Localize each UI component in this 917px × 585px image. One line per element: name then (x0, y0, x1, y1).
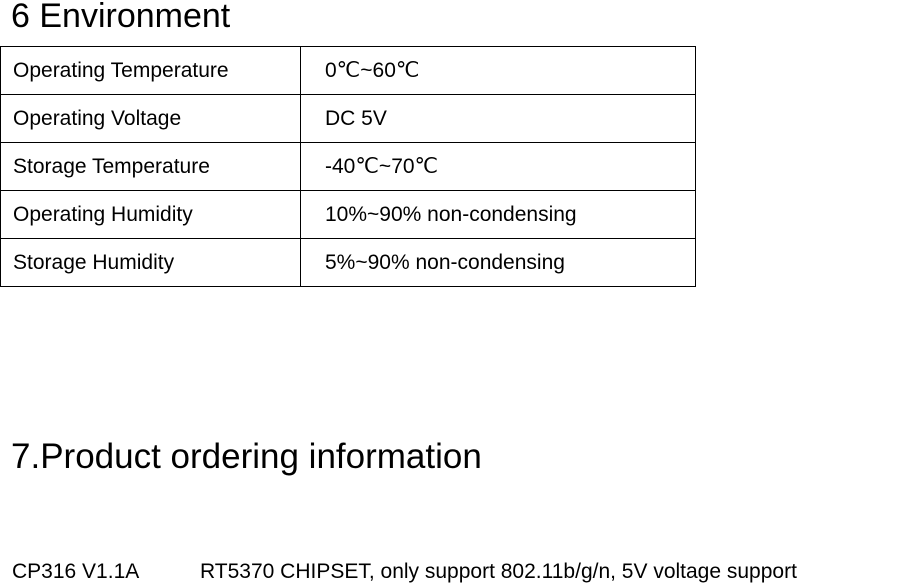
row-value: 10%~90% non-condensing (300, 190, 696, 239)
section-6-heading: 6 Environment (11, 0, 231, 35)
row-label: Operating Temperature (0, 46, 301, 95)
row-label: Storage Humidity (0, 238, 301, 287)
row-value: 5%~90% non-condensing (300, 238, 696, 287)
model-description: RT5370 CHIPSET, only support 802.11b/g/n… (200, 560, 797, 583)
table-row: Storage Temperature -40℃~70℃ (0, 142, 696, 191)
row-value: -40℃~70℃ (300, 142, 696, 191)
row-value: DC 5V (300, 94, 696, 143)
table-row: Operating Humidity 10%~90% non-condensin… (0, 190, 696, 239)
table-row: Operating Temperature 0℃~60℃ (0, 46, 696, 95)
row-label: Operating Voltage (0, 94, 301, 143)
table-row: Storage Humidity 5%~90% non-condensing (0, 238, 696, 287)
row-value: 0℃~60℃ (300, 46, 696, 95)
model-number: CP316 V1.1A (12, 560, 140, 583)
table-row: Operating Voltage DC 5V (0, 94, 696, 143)
ordering-item: CP316 V1.1A RT5370 CHIPSET, only support … (12, 559, 797, 585)
section-7-heading: 7.Product ordering information (11, 437, 482, 476)
row-label: Storage Temperature (0, 142, 301, 191)
environment-table: Operating Temperature 0℃~60℃ Operating V… (0, 46, 696, 287)
row-label: Operating Humidity (0, 190, 301, 239)
